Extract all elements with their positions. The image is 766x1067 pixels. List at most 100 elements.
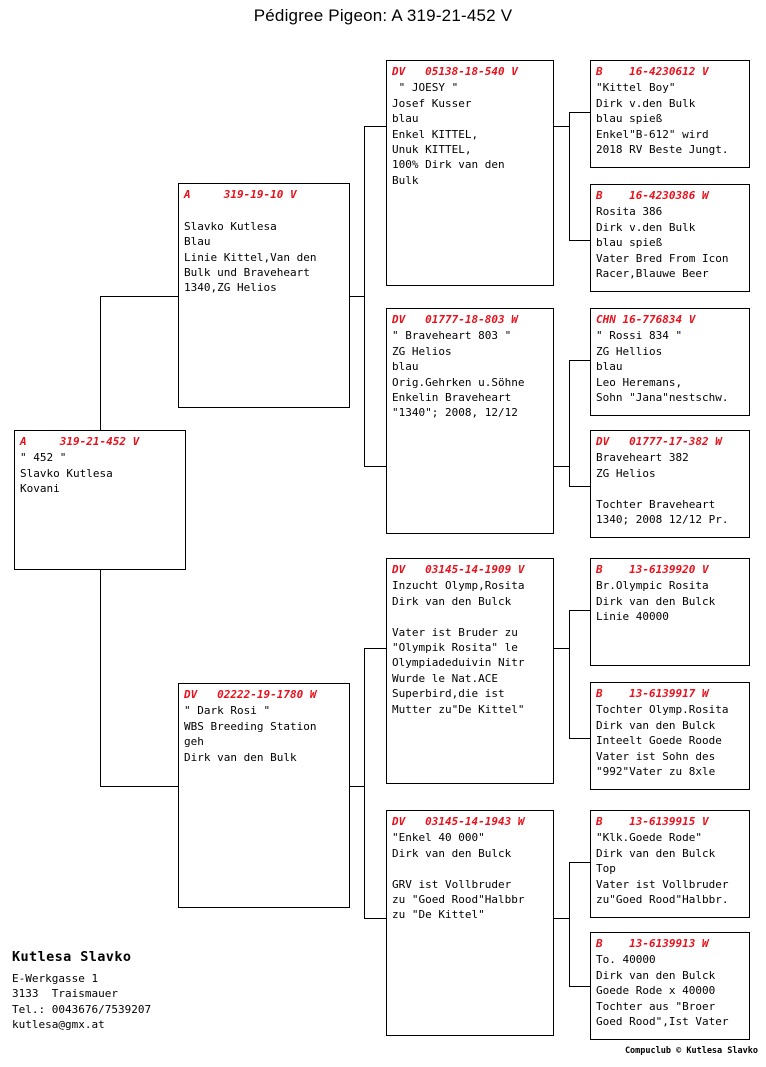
connector-gen2a-out [348,296,364,297]
box-line: "Enkel 40 000" [392,831,485,845]
box-line: Vater ist Sohn des [596,749,716,763]
connector-gen3-4-out [553,918,569,919]
box-line: Dirk van den Bulk [184,750,297,764]
box-line: Vater ist Bruder zu [392,625,518,639]
page-title: Pédigree Pigeon: A 319-21-452 V [253,6,513,25]
box-line: Vater ist Vollbruder [596,877,729,891]
connector-gen4-7 [569,862,591,863]
owner-email: kutlesa@gmx.at [12,1018,105,1031]
box-line: Vater Bred From Icon [596,251,729,265]
box-line: Enkel"B-612" wird [596,127,709,141]
box-line: Kovani [20,482,60,496]
box-line: Dirk van den Bulck [596,968,716,982]
connector-gen3-2 [364,466,386,467]
connector-gen2b-out [348,786,364,787]
box-line: Linie 40000 [596,610,669,624]
box-line: "Kittel Boy" [596,81,676,95]
pedigree-box-gen4-6[interactable]: B 13-6139915 V "Klk.Goede Rode"Dirk van … [590,810,750,918]
box-header: B 16-4230386 W [596,189,709,202]
box-lines: "Enkel 40 000"Dirk van den Bulck GRV ist… [392,830,548,922]
box-line: Racer,Blauwe Beer [596,267,709,281]
box-line: Orig.Gehrken u.Söhne [392,375,525,389]
box-line: Linie Kittel,Van den [184,250,317,264]
box-header: B 13-6139913 W [596,937,709,950]
connector-gen3-1 [364,126,386,127]
pedigree-box-gen3-1[interactable]: DV 01777-18-803 W " Braveheart 803 "ZG H… [386,308,554,534]
box-line: WBS Breeding Station [184,719,317,733]
box-line: 1340,ZG Helios [184,281,277,295]
connector-gen4-bracket-4 [569,862,570,986]
box-line [392,861,548,876]
box-line: Braveheart 382 [596,451,689,465]
connector-gen3-4 [364,918,386,919]
owner-phone: Tel.: 0043676/7539207 [12,1002,152,1016]
box-line: ZG Helios [596,466,656,480]
connector-gen4-8 [569,986,591,987]
box-line: Goed Rood",Ist Vater [596,1015,729,1029]
box-line: blau [596,360,623,374]
box-header: DV 01777-18-803 W [392,313,518,326]
box-line: Slavko Kutlesa [20,466,113,480]
box-line [596,481,744,496]
box-line: Dirk v.den Bulk [596,96,696,110]
box-line: Tochter Braveheart [596,497,716,511]
box-line: Inteelt Goede Roode [596,734,722,748]
box-line: "1340"; 2008, 12/12 [392,406,518,420]
connector-gen2-top [100,296,180,297]
owner-footer: Kutlesa Slavko E-Werkgasse 1 3133 Traism… [12,949,152,1033]
pedigree-box-gen4-0[interactable]: B 16-4230612 V "Kittel Boy"Dirk v.den Bu… [590,60,750,168]
connector-gen4-4 [569,486,591,487]
box-line: Rosita 386 [596,205,663,219]
box-line: " Braveheart 803 " [392,329,512,343]
box-line: Blau [184,235,211,249]
box-line: Leo Heremans, [596,375,683,389]
connector-gen3-3-out [553,648,569,649]
pedigree-box-gen3-3[interactable]: DV 03145-14-1943 W "Enkel 40 000"Dirk va… [386,810,554,1036]
box-line: Bulk und Braveheart [184,266,310,280]
box-line: Tochter aus "Broer [596,999,716,1013]
box-line [392,609,548,624]
box-line: Bulk [392,173,419,187]
box-line: " Dark Rosi " [184,704,271,718]
box-line: ZG Helios [392,344,452,358]
connector-gen4-6 [569,738,591,739]
box-line: Top [596,862,616,876]
copyright-notice: Compuclub © Kutlesa Slavko [624,1046,758,1056]
pedigree-box-gen2-1[interactable]: DV 02222-19-1780 W " Dark Rosi "WBS Bree… [178,683,350,908]
box-header: CHN 16-776834 V [596,313,696,326]
box-line: blau [392,360,419,374]
box-line: Olympiadeduivin Nitr [392,656,525,670]
box-line: geh [184,735,204,749]
box-header: DV 02222-19-1780 W [184,688,317,701]
box-line: Dirk van den Bulck [596,846,716,860]
box-header: DV 01777-17-382 W [596,435,722,448]
box-line [184,203,344,218]
box-line: Inzucht Olymp,Rosita [392,579,525,593]
box-line: zu"Goed Rood"Halbbr. [596,893,729,907]
box-line: zu "Goed Rood"Halbbr [392,893,525,907]
box-line: "Klk.Goede Rode" [596,831,702,845]
connector-gen2-bottom [100,786,180,787]
